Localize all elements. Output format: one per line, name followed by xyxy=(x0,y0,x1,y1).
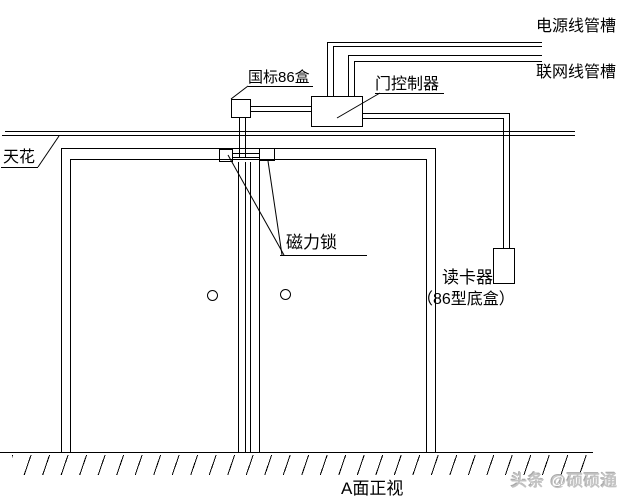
power-conduit-wire xyxy=(333,46,334,96)
door-frame-inner-right xyxy=(426,159,427,453)
controller-to-reader-wire xyxy=(509,113,510,248)
door-frame-inner-left xyxy=(70,159,71,453)
door-frame-outer-left xyxy=(61,148,62,453)
door-frame-outer-top xyxy=(61,148,436,149)
door-handle-right xyxy=(280,289,291,300)
lock-link-wire xyxy=(233,157,259,158)
ceiling-label: 天花 xyxy=(3,149,36,166)
network-conduit-wire xyxy=(354,61,542,62)
network-conduit-wire xyxy=(348,55,542,56)
ceiling-label-underline xyxy=(1,167,38,168)
gb86-box-label: 国标86盒 xyxy=(248,69,310,86)
door-controller-label: 门控制器 xyxy=(375,76,440,93)
gb86-junction-box xyxy=(231,99,251,118)
gb86-to-controller-wire xyxy=(251,111,311,112)
power-conduit-label: 电源线管槽 xyxy=(536,18,617,35)
network-conduit-wire xyxy=(348,55,349,96)
card-reader-label: 读卡器 xyxy=(442,268,493,287)
magnetic-lock-left-box xyxy=(219,149,233,162)
network-conduit-wire xyxy=(354,61,355,96)
power-conduit-wire xyxy=(327,42,328,96)
view-caption: A面正视 xyxy=(341,479,404,498)
door-center-post xyxy=(238,162,239,453)
magnetic-lock-right-box xyxy=(259,148,275,161)
magnetic-lock-label-underline xyxy=(280,255,367,256)
card-reader-box xyxy=(493,248,515,284)
ground-line xyxy=(0,452,593,453)
gb86-to-lock-wire xyxy=(239,118,240,157)
network-conduit-label: 联网线管槽 xyxy=(536,64,617,81)
card-reader-note-label: （86型底盒） xyxy=(417,291,515,308)
ceiling-line-upper xyxy=(5,131,575,132)
toutiao-watermark: 头条 @硕硕通 xyxy=(511,473,619,490)
gb86-to-controller-wire xyxy=(251,106,311,107)
ceiling-line-lower xyxy=(2,135,575,136)
controller-to-reader-wire xyxy=(503,118,504,248)
controller-label-underline xyxy=(375,93,444,94)
power-conduit-wire xyxy=(333,46,542,47)
door-center-post xyxy=(245,162,246,453)
door-handle-left xyxy=(207,290,218,301)
controller-to-reader-wire xyxy=(363,118,503,119)
ground-hatching xyxy=(12,455,593,475)
lock-link-wire xyxy=(233,153,259,154)
magnetic-lock-label: 磁力锁 xyxy=(286,233,337,252)
door-frame-inner-top xyxy=(70,159,427,160)
gb86-to-lock-wire xyxy=(245,118,246,157)
door-controller-box xyxy=(311,96,363,127)
door-center-post xyxy=(250,162,251,453)
door-center-post xyxy=(259,161,260,453)
door-frame-outer-right xyxy=(435,148,436,453)
controller-to-reader-wire xyxy=(363,113,509,114)
gb86-label-underline xyxy=(248,86,313,87)
power-conduit-wire xyxy=(327,42,542,43)
